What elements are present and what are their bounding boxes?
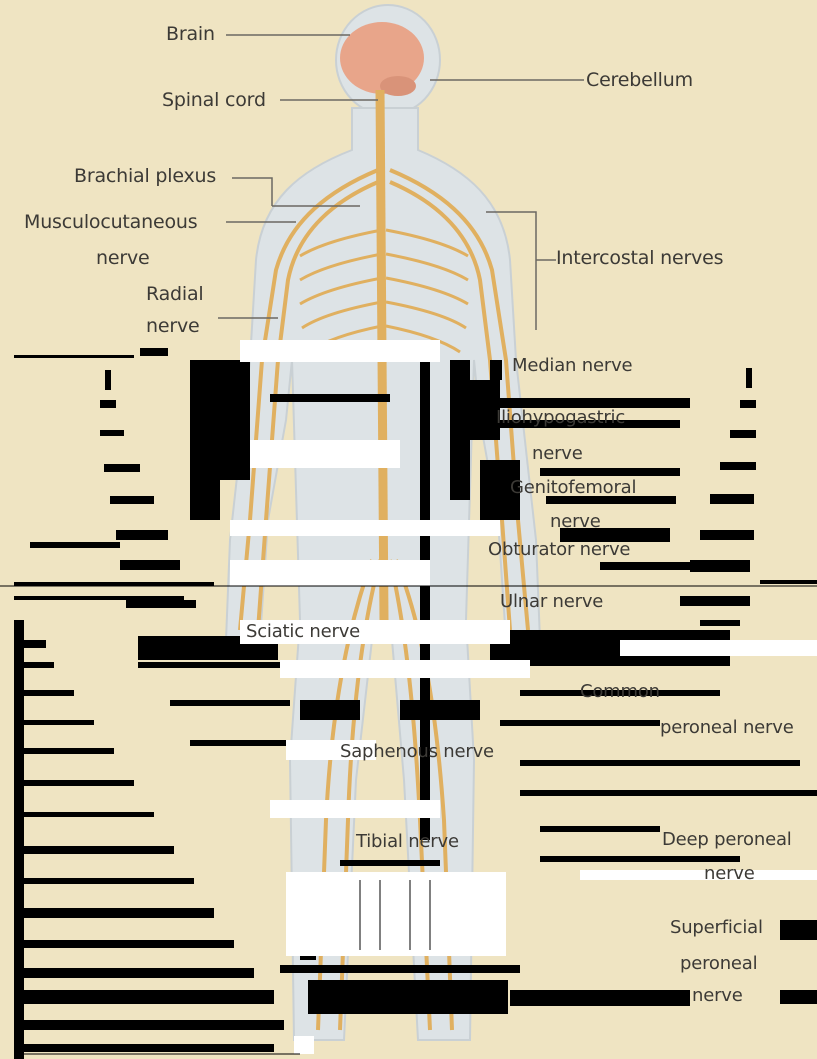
- label-iliohypogastric-nerve: nerve: [532, 444, 583, 465]
- label-saphenous-nerve: Saphenous nerve: [340, 742, 494, 763]
- label-intercostal-nerves: Intercostal nerves: [556, 248, 723, 270]
- label-iliohypogastric: Iliohypogastric: [496, 408, 625, 429]
- label-genitofemoral-nerve: nerve: [550, 512, 601, 533]
- label-musculocutaneous: Musculocutaneous: [24, 212, 197, 234]
- label-tibial-nerve: Tibial nerve: [356, 832, 459, 853]
- label-superficial-peroneal: peroneal: [680, 954, 757, 975]
- label-brachial-plexus: Brachial plexus: [74, 166, 216, 188]
- label-cerebellum: Cerebellum: [586, 70, 693, 92]
- label-deep-peroneal: Deep peroneal: [662, 830, 792, 851]
- label-superficial: Superficial: [670, 918, 763, 939]
- label-ulnar-nerve: Ulnar nerve: [500, 592, 603, 613]
- label-obturator-nerve: Obturator nerve: [488, 540, 630, 561]
- label-common: Common: [580, 682, 660, 703]
- label-spinal-cord: Spinal cord: [162, 90, 266, 112]
- label-genitofemoral: Genitofemoral: [510, 478, 636, 499]
- label-sciatic-nerve: Sciatic nerve: [246, 622, 360, 643]
- label-superficial-peroneal-nerve: nerve: [692, 986, 743, 1007]
- label-common-peroneal-nerve: peroneal nerve: [660, 718, 794, 739]
- label-radial: Radial: [146, 284, 204, 306]
- label-musculocutaneous-nerve: nerve: [96, 248, 149, 270]
- label-brain: Brain: [166, 24, 215, 46]
- label-radial-nerve: nerve: [146, 316, 199, 338]
- label-median-nerve: Median nerve: [512, 356, 632, 377]
- label-deep-peroneal-nerve: nerve: [704, 864, 755, 885]
